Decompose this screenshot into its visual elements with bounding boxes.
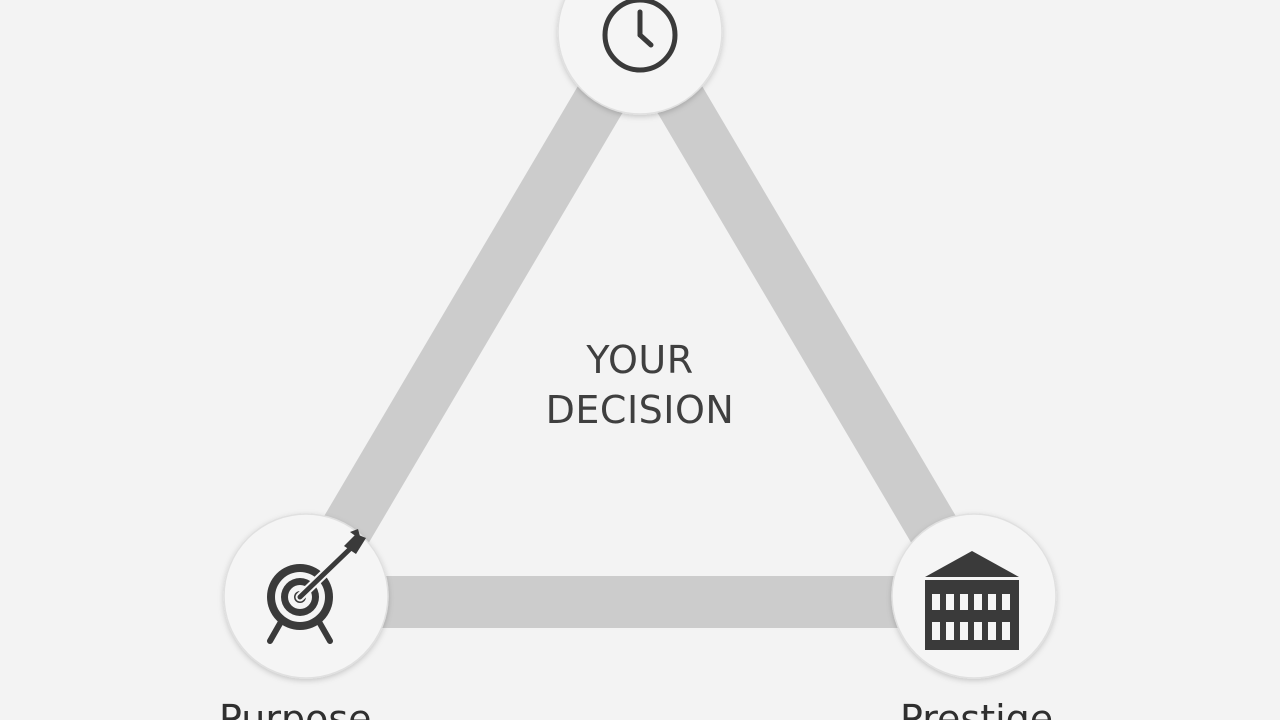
connector-time-prestige bbox=[617, 18, 997, 612]
center-title-line-1: YOUR bbox=[586, 338, 694, 382]
connector-time-purpose bbox=[283, 18, 663, 612]
node-time bbox=[557, 0, 723, 115]
node-purpose bbox=[223, 513, 389, 679]
center-title: YOUR DECISION bbox=[440, 335, 840, 435]
purpose-label: Purpose bbox=[219, 697, 372, 720]
prestige-label: Prestige bbox=[900, 697, 1054, 720]
target-arrow-icon bbox=[267, 529, 366, 644]
clock-icon bbox=[602, 0, 678, 73]
center-title-line-2: DECISION bbox=[545, 388, 735, 432]
node-prestige bbox=[891, 513, 1057, 679]
institution-building-icon bbox=[925, 551, 1019, 650]
